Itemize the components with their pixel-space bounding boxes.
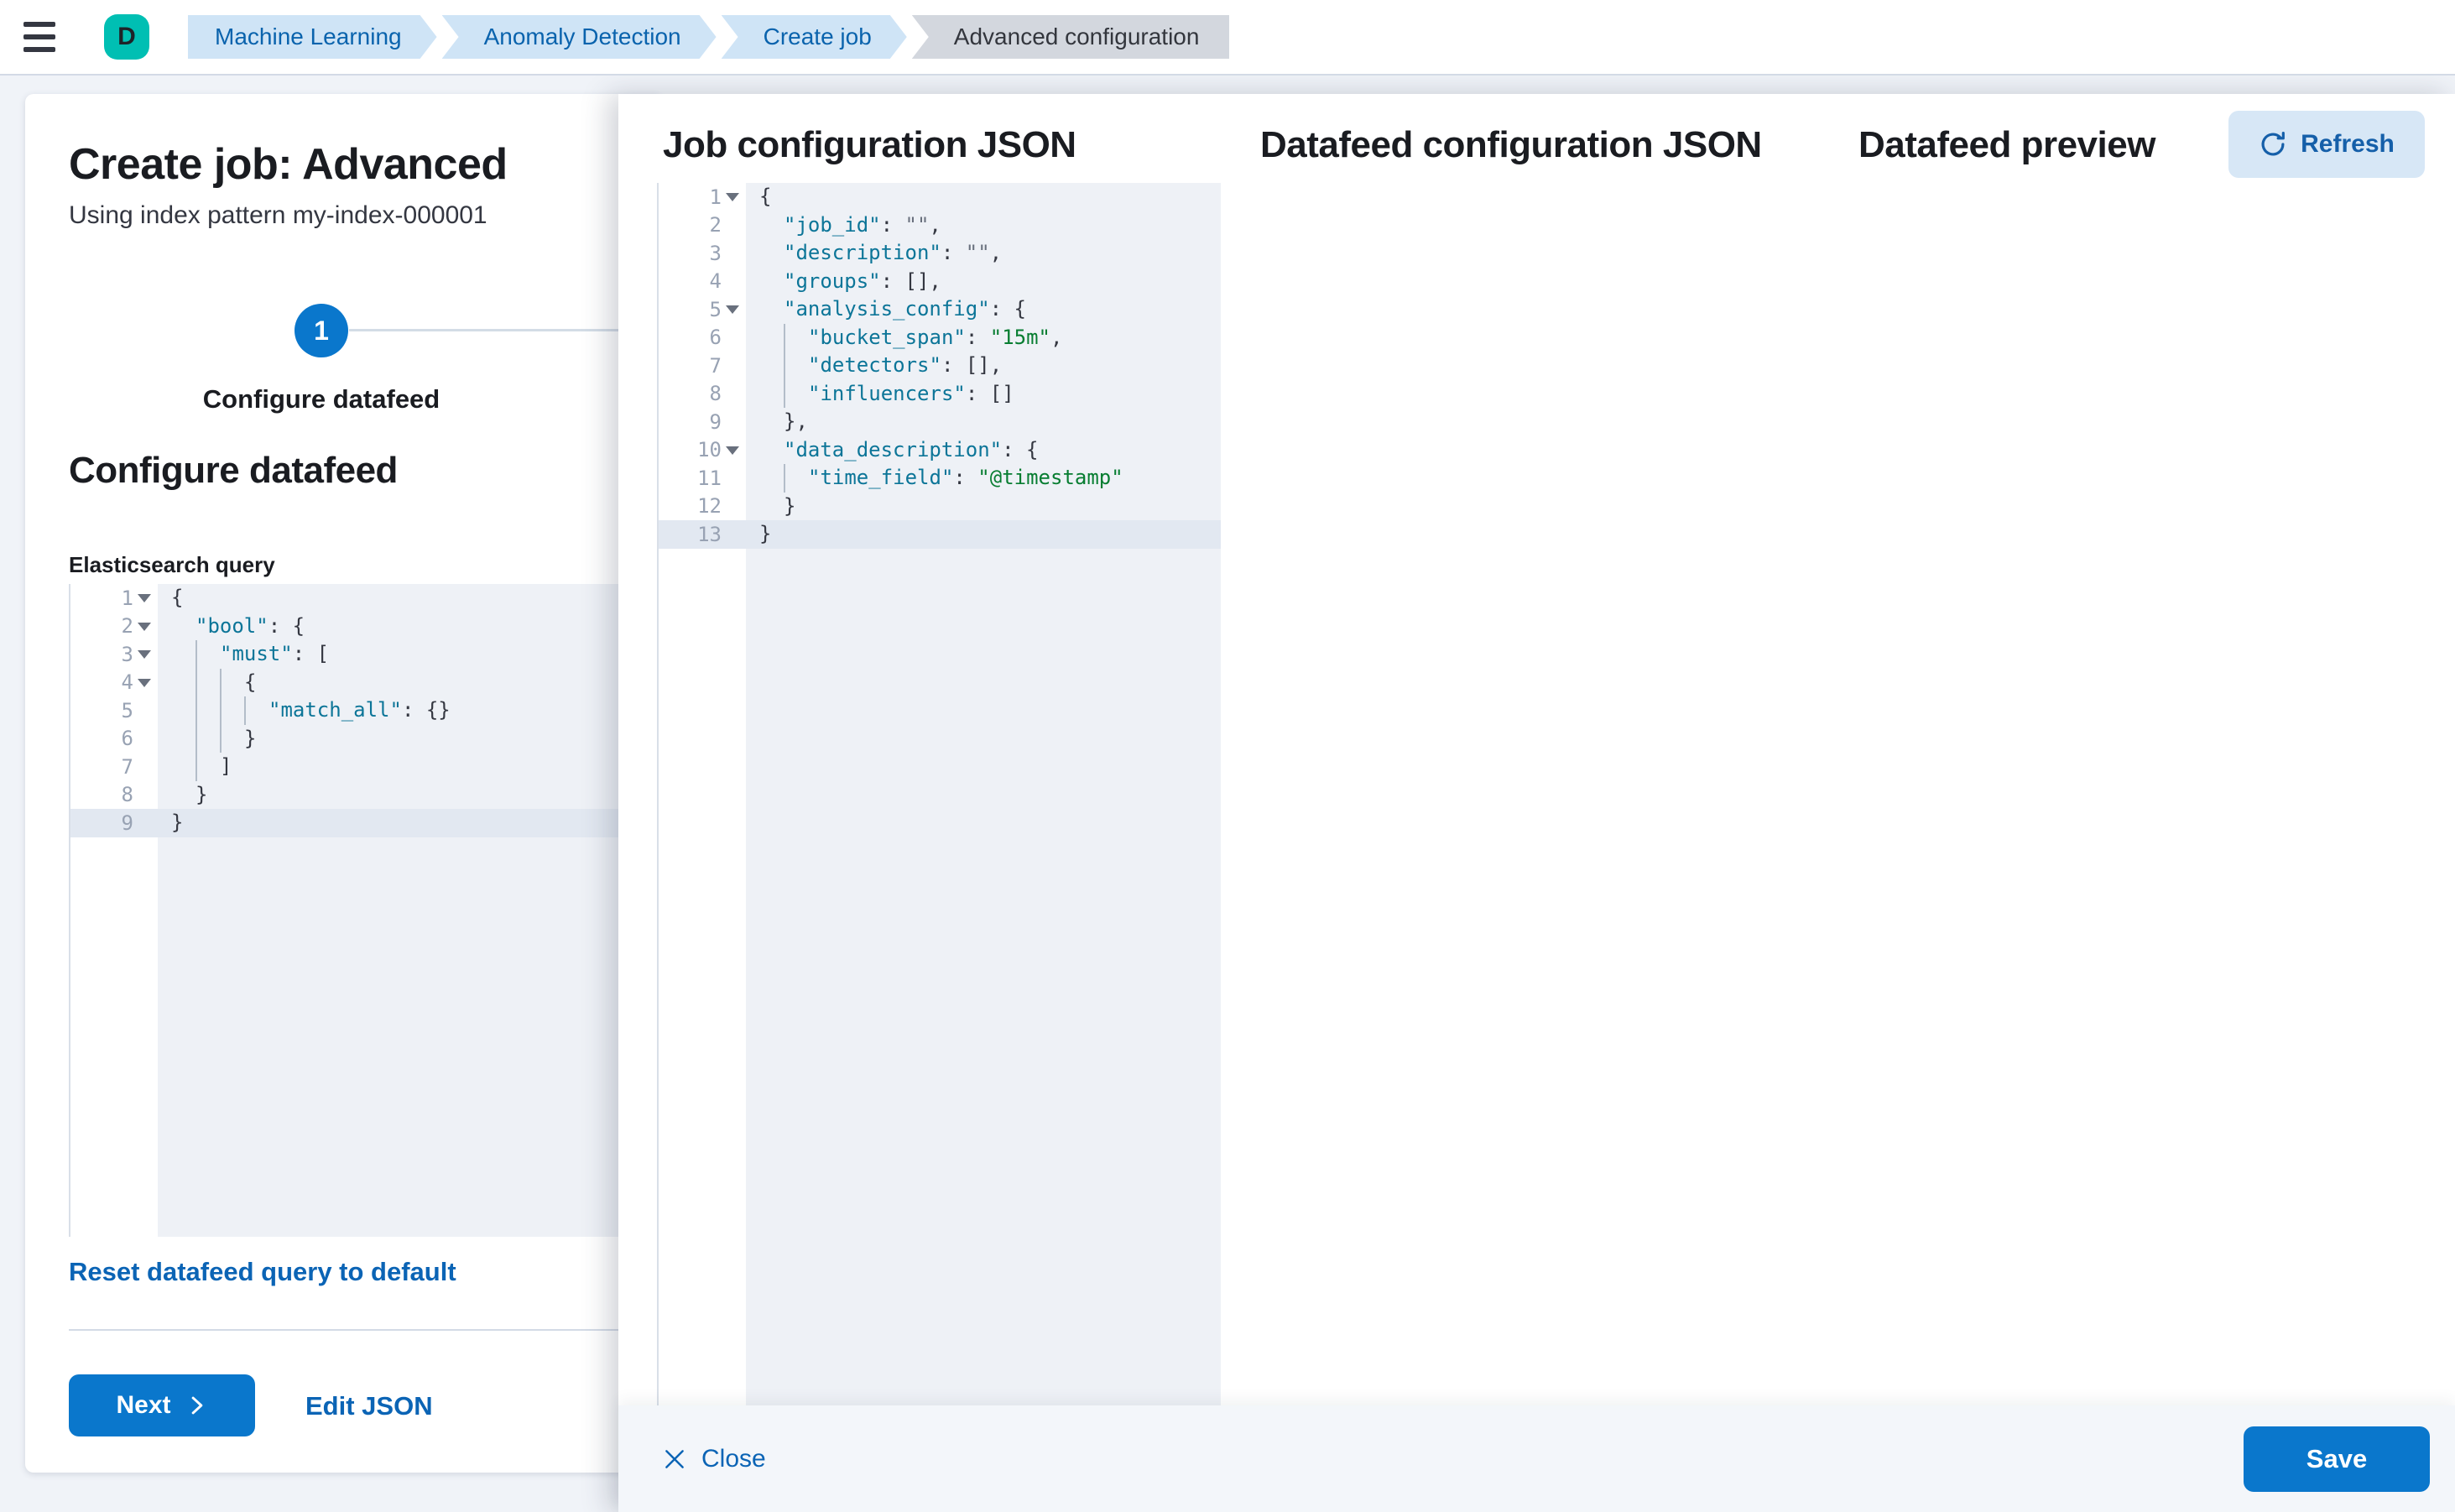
close-button[interactable]: Close [663, 1445, 766, 1473]
edit-json-flyout: Job configuration JSON Datafeed configur… [618, 94, 2455, 1512]
job-config-heading: Job configuration JSON [663, 124, 1076, 165]
code-line: 3"description": "", [709, 241, 1003, 265]
code-line: 9}, [709, 409, 808, 434]
code-line: 12} [697, 493, 796, 519]
close-icon [665, 1449, 684, 1468]
code-line: 13} [659, 520, 1221, 549]
chevron-right-icon [191, 1396, 202, 1415]
reset-datafeed-query-link[interactable]: Reset datafeed query to default [69, 1257, 456, 1286]
create-job-panel: Create job: Advanced Using index pattern… [25, 94, 663, 1473]
code-line: 2"job_id": "", [709, 212, 941, 237]
code-line: 10"data_description": { [697, 437, 1039, 462]
code-line: 2"bool": { [121, 613, 305, 639]
edit-json-link[interactable]: Edit JSON [305, 1391, 433, 1421]
code-line: 5"match_all": {} [70, 696, 619, 725]
code-line: 7"detectors": [], [659, 352, 1221, 380]
code-line: 8"influencers": [] [659, 379, 1221, 408]
breadcrumb-anomaly-detection[interactable]: Anomaly Detection [442, 15, 717, 59]
code-line: 4{ [70, 668, 619, 696]
code-line: 3"must": [ [70, 640, 619, 669]
code-line: 9} [70, 809, 619, 837]
hamburger-menu-icon[interactable] [23, 12, 74, 62]
code-line: 5"analysis_config": { [709, 297, 1026, 321]
index-pattern-subtitle: Using index pattern my-index-000001 [69, 201, 487, 229]
close-button-label: Close [701, 1444, 766, 1473]
code-line: 6} [70, 724, 619, 753]
elasticsearch-query-editor[interactable]: 1{ 2"bool": {3"must": [4{5"match_all": {}… [69, 584, 619, 1237]
next-button[interactable]: Next [69, 1374, 255, 1436]
code-line: 6"bucket_span": "15m", [659, 323, 1221, 352]
step-1-label: Configure datafeed [202, 384, 440, 414]
code-line: 4"groups": [], [709, 269, 941, 294]
datafeed-config-heading: Datafeed configuration JSON [1260, 124, 1762, 165]
code-line: 8} [121, 782, 208, 807]
elasticsearch-query-label: Elasticsearch query [69, 552, 275, 577]
refresh-button[interactable]: Refresh [2228, 111, 2425, 178]
section-heading: Configure datafeed [69, 450, 398, 491]
step-1-indicator[interactable]: 1 [294, 304, 348, 357]
app-header: D Machine Learning Anomaly Detection Cre… [0, 0, 2455, 76]
refresh-icon [2261, 132, 2286, 156]
refresh-button-label: Refresh [2301, 130, 2395, 158]
save-button[interactable]: Save [2244, 1426, 2430, 1492]
job-config-editor[interactable]: 1{ 2"job_id": "", 3"description": "", 4"gro… [657, 183, 1221, 1405]
breadcrumb-create-job[interactable]: Create job [722, 15, 907, 59]
next-button-label: Next [116, 1391, 171, 1419]
page-title: Create job: Advanced [69, 140, 508, 189]
code-line: 7] [70, 753, 619, 781]
breadcrumb-advanced-configuration: Advanced configuration [911, 15, 1230, 59]
divider [69, 1329, 663, 1331]
flyout-footer: Close Save [618, 1405, 2455, 1512]
step-connector-line [349, 329, 663, 331]
code-line: 11"time_field": "@timestamp" [659, 464, 1221, 493]
breadcrumb: Machine Learning Anomaly Detection Creat… [188, 15, 1234, 59]
breadcrumb-machine-learning[interactable]: Machine Learning [188, 15, 437, 59]
code-line: 1{ [121, 586, 184, 610]
code-line: 1{ [709, 185, 772, 209]
avatar[interactable]: D [104, 14, 149, 60]
datafeed-preview-heading: Datafeed preview [1858, 124, 2155, 165]
